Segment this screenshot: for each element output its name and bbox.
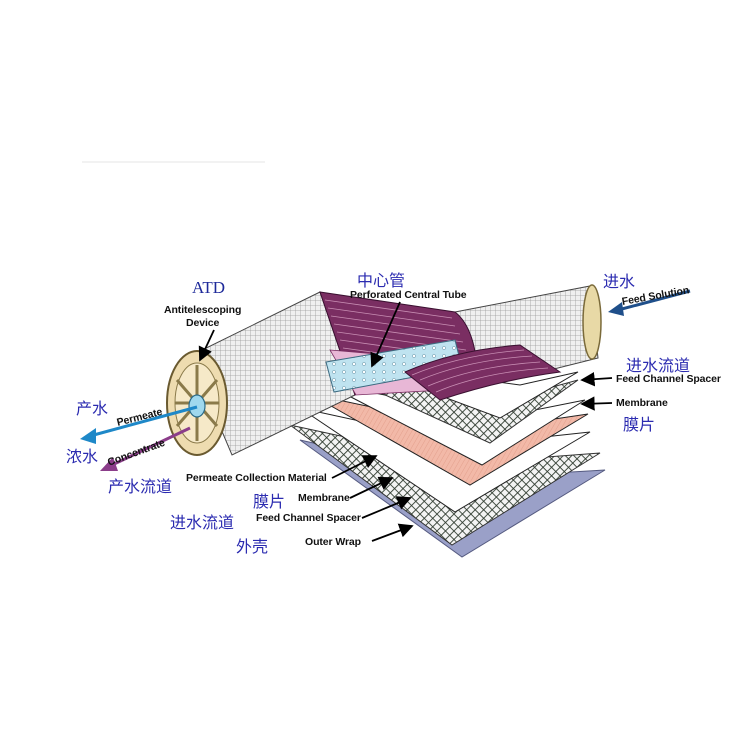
outer-shell-cn-label: 外壳 [236,537,269,556]
feed-water-cn-label: 进水 [603,272,636,291]
concentrate-cn-label: 浓水 [66,447,99,466]
perforated-tube-label: Perforated Central Tube [350,289,467,301]
callout-arrows [198,301,613,542]
concentrate-arrow [109,426,191,468]
permeate-cn-label: 产水 [76,399,109,418]
antitelescoping-label: Antitelescoping [164,304,242,316]
feed-channel-spacer-left-label: Feed Channel Spacer [256,512,361,524]
membrane-left-label: Membrane [298,492,350,504]
right-end-cap [582,284,602,360]
membrane-cn-right-label: 膜片 [623,415,656,434]
atd-hub [188,394,206,418]
device-label: Device [186,317,220,329]
permeate-arrowhead [80,428,96,444]
feed-channel-spacer-right-label: Feed Channel Spacer [616,373,721,385]
permeate-arrow [89,405,198,438]
center-tube-cn-label: 中心管 [357,271,406,290]
atd-label: ATD [192,278,226,297]
feed-arrowhead [608,302,624,316]
permeate-channel-cn-label: 产水流道 [108,477,173,496]
outer-wrap-label: Outer Wrap [305,536,361,548]
leaf-lines [411,349,549,393]
feed-arrow [617,289,691,312]
permeate-collection-label: Permeate Collection Material [186,472,327,484]
concentrate-arrowhead [100,457,118,471]
feed-channel-cn-right-label: 进水流道 [626,356,691,375]
membrane-right-label: Membrane [616,397,668,409]
membrane-cn-left-label: 膜片 [253,492,286,511]
feed-channel-cn-left-label: 进水流道 [170,513,235,532]
folded-membrane-leaves [404,344,562,401]
